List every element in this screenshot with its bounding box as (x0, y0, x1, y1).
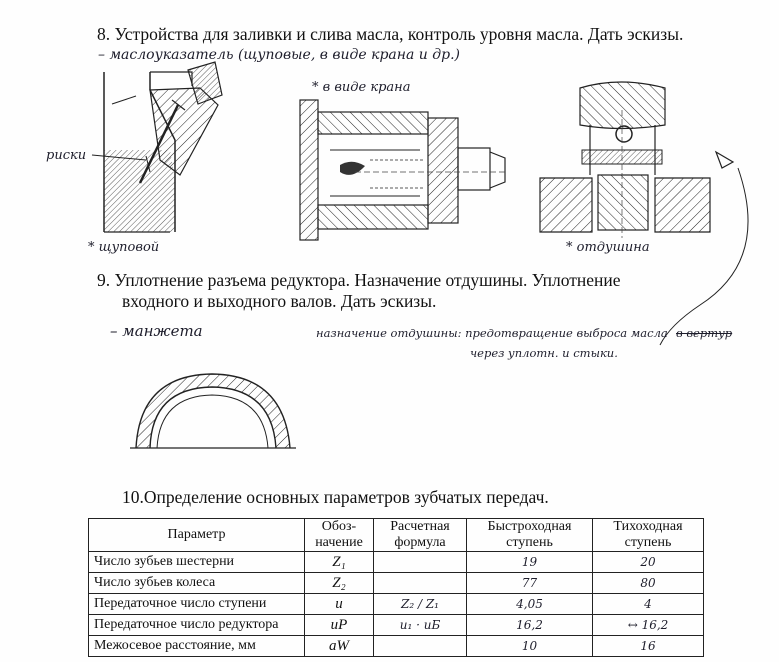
cell-slow: 20 (592, 551, 704, 573)
cell-param: Межосевое расстояние, мм (88, 635, 305, 657)
table-row: Передаточное число редуктора uP u₁ · uБ … (88, 614, 704, 636)
cell-slow: 4 (592, 593, 704, 615)
cell-fast: 4,05 (466, 593, 593, 615)
caption-tap: * в виде крана (312, 80, 411, 95)
cell-param: Число зубьев шестерни (88, 551, 305, 573)
table-row: Число зубьев колеса Z₂ 77 80 (88, 572, 704, 594)
cell-symbol: u (304, 593, 374, 615)
cell-param: Число зубьев колеса (88, 572, 305, 594)
cell-formula (373, 635, 467, 657)
q9-title-line2: входного и выходного валов. Дать эскизы. (122, 291, 437, 311)
cell-param: Передаточное число редуктора (88, 614, 305, 636)
q9-title-line1: 9. Уплотнение разъема редуктора. Назначе… (97, 270, 621, 290)
header-symbol: Обоз-начение (304, 518, 374, 552)
cell-fast: 10 (466, 635, 593, 657)
note-vent-strike: в вертур (676, 326, 733, 340)
cell-formula (373, 572, 467, 594)
cell-formula: u₁ · uБ (373, 614, 467, 636)
cell-formula (373, 551, 467, 573)
cell-param: Передаточное число ступени (88, 593, 305, 615)
note-cuff: – манжета (110, 322, 203, 340)
caption-dipstick: * щуповой (88, 240, 160, 255)
note-vent-line2: через уплотн. и стыки. (470, 346, 618, 360)
table-row: Межосевое расстояние, мм aW 10 16 (88, 635, 704, 657)
cell-formula: Z₂ / Z₁ (373, 593, 467, 615)
table-row: Число зубьев шестерни Z₁ 19 20 (88, 551, 704, 573)
q10-title: 10.Определение основных параметров зубча… (122, 487, 549, 507)
caption-vent: * отдушина (566, 240, 650, 255)
cell-slow: 16 (592, 635, 704, 657)
cell-symbol: Z₂ (304, 572, 374, 594)
arrow-icon: ↔ (627, 618, 642, 632)
cell-symbol: uP (304, 614, 374, 636)
cell-fast: 16,2 (466, 614, 593, 636)
label-marks: риски (46, 148, 87, 163)
q8-title: 8. Устройства для заливки и слива масла,… (97, 24, 684, 44)
cell-fast: 77 (466, 572, 593, 594)
header-param: Параметр (88, 518, 305, 552)
cell-symbol: aW (304, 635, 374, 657)
cell-symbol: Z₁ (304, 551, 374, 573)
q8-note-dipstick: – маслоуказатель (щуповые, в виде крана … (98, 47, 460, 63)
cell-slow: ↔ 16,2 (592, 614, 704, 636)
note-vent-line1: назначение отдушины: предотвращение выбр… (316, 326, 668, 340)
cell-slow: 80 (592, 572, 704, 594)
table-row: Передаточное число ступени u Z₂ / Z₁ 4,0… (88, 593, 704, 615)
cell-fast: 19 (466, 551, 593, 573)
